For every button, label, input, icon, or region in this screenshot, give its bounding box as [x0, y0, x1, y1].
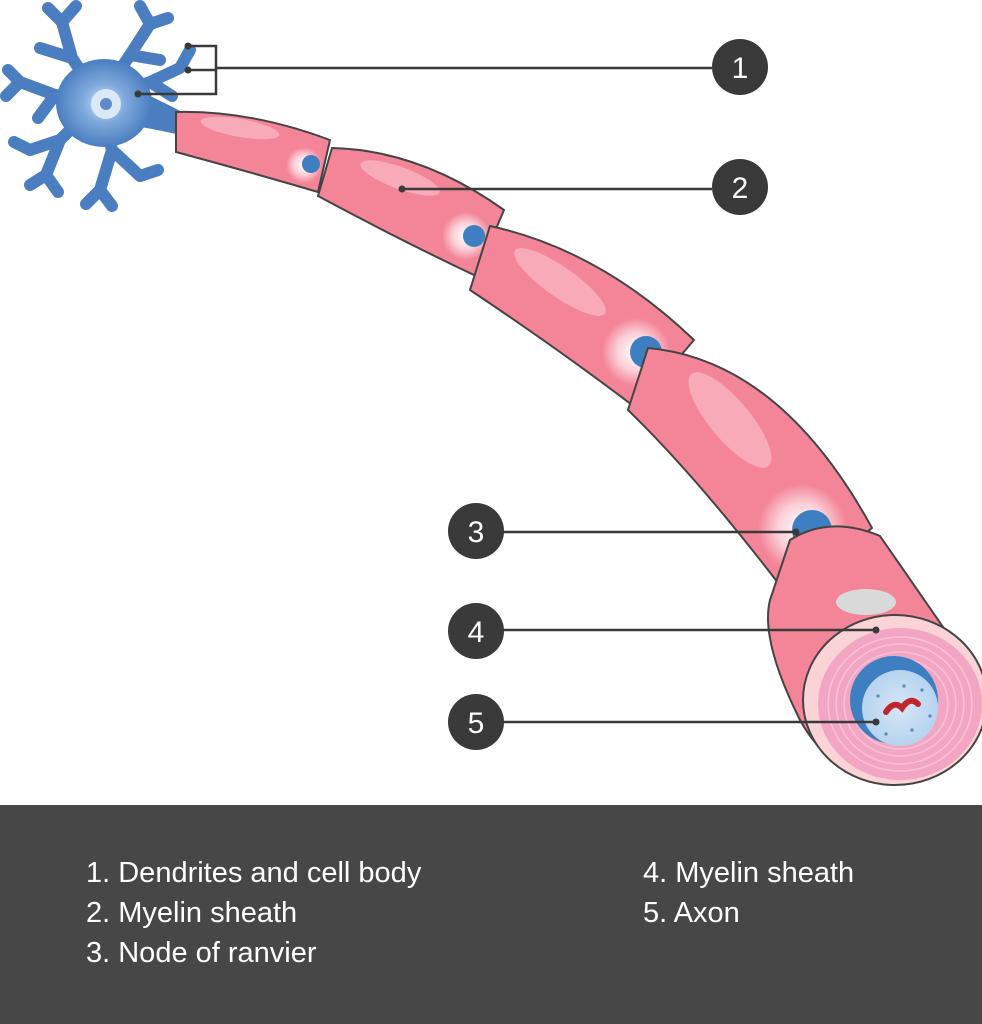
marker-1-label: 1 [732, 52, 749, 85]
marker-5-label: 5 [468, 707, 485, 740]
myelin-segment [175, 110, 332, 194]
leader-lines [138, 44, 876, 724]
myelinated-axon [175, 110, 982, 786]
myelin-segment [316, 146, 506, 278]
marker-4: 4 [448, 603, 504, 659]
marker-4-label: 4 [468, 616, 485, 649]
neuron-diagram: 1 2 3 4 5 [0, 0, 982, 786]
legend-item-1: 1. Dendrites and cell body [86, 857, 422, 889]
legend-item-5: 5. Axon [643, 897, 740, 929]
myelin-cross-section [767, 525, 982, 786]
marker-5: 5 [448, 694, 504, 750]
neuron-cell-body [0, 0, 196, 212]
marker-3-label: 3 [468, 516, 485, 549]
legend-item-3: 3. Node of ranvier [86, 937, 317, 969]
marker-3: 3 [448, 503, 504, 559]
legend-item-4: 4. Myelin sheath [643, 857, 855, 889]
legend-column-right: 4. Myelin sheath 5. Axon [643, 853, 854, 933]
legend-item-2: 2. Myelin sheath [86, 897, 298, 929]
marker-1: 1 [712, 39, 768, 95]
marker-2: 2 [712, 159, 768, 215]
legend-column-left: 1. Dendrites and cell body 2. Myelin she… [86, 853, 421, 973]
marker-2-label: 2 [732, 172, 749, 205]
legend-panel: 1. Dendrites and cell body 2. Myelin she… [0, 805, 982, 1024]
